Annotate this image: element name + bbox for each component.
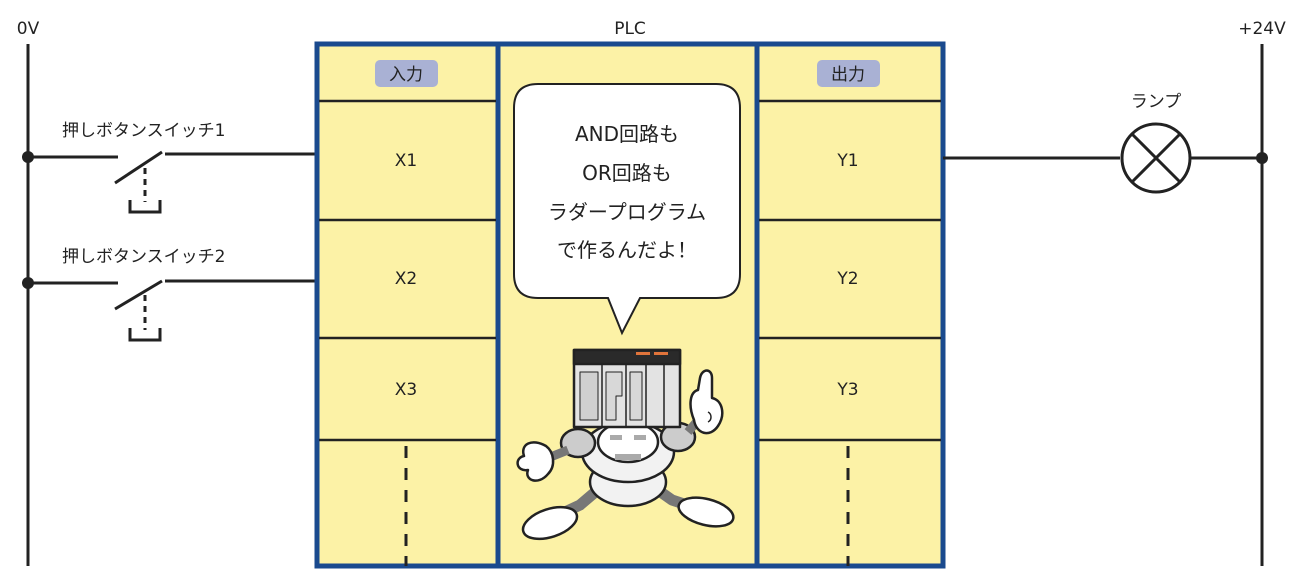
output-y2: Y2 (836, 269, 858, 289)
output-header: 出力 (831, 65, 865, 85)
speech-bubble: AND回路も OR回路も ラダープログラム で作るんだよ！ (513, 83, 741, 336)
bubble-line-3: ラダープログラム (548, 200, 706, 224)
plc-box: 入力 X1 X2 X3 出力 Y1 Y2 Y3 AND回路も OR回路も ラダー… (314, 41, 946, 569)
push-button-switch-2: 押しボタンスイッチ2 (22, 247, 318, 342)
junction-dot (1256, 152, 1268, 164)
switch-2-label: 押しボタンスイッチ2 (62, 247, 225, 267)
right-rail-label: +24V (1238, 19, 1286, 39)
output-y1: Y1 (836, 151, 858, 171)
input-header-badge (375, 60, 438, 87)
input-column: 入力 X1 X2 X3 (319, 60, 496, 566)
input-header: 入力 (389, 65, 423, 85)
plc-mascot (516, 348, 735, 541)
input-x3: X3 (395, 380, 417, 400)
bubble-line-4: で作るんだよ！ (557, 238, 697, 262)
lamp-label: ランプ (1131, 92, 1182, 112)
input-x1: X1 (395, 151, 417, 171)
output-header-badge (817, 60, 880, 87)
left-rail-label: 0V (17, 19, 40, 39)
lamp-circuit: ランプ (943, 92, 1268, 194)
plc-title: PLC (614, 19, 646, 39)
output-column: 出力 Y1 Y2 Y3 (759, 60, 941, 566)
switch-1-label: 押しボタンスイッチ1 (62, 121, 225, 141)
bubble-line-2: OR回路も (582, 161, 672, 185)
push-button-switch-1: 押しボタンスイッチ1 (22, 121, 318, 214)
output-y3: Y3 (836, 380, 858, 400)
input-x2: X2 (395, 269, 417, 289)
bubble-line-1: AND回路も (575, 122, 679, 146)
